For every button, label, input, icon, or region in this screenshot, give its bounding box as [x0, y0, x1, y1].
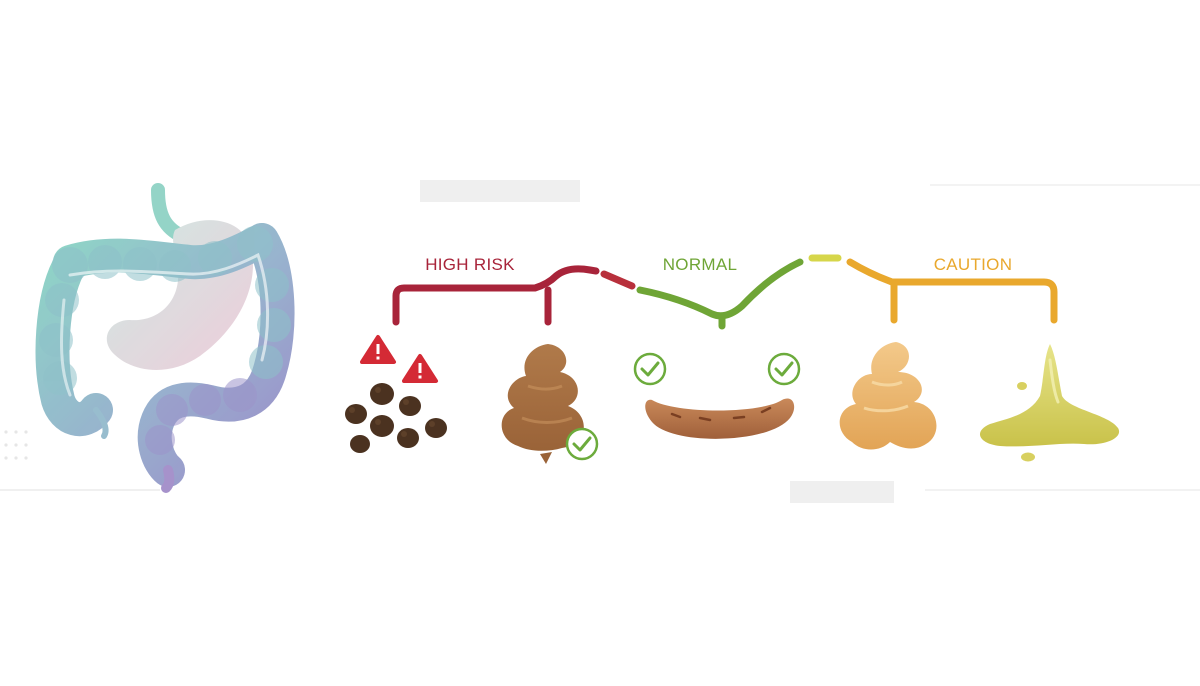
digestive-system-icon	[35, 183, 295, 493]
category-label-caution: CAUTION	[934, 255, 1013, 274]
warning-icon	[360, 335, 396, 364]
stool-type-smooth-sausage	[633, 352, 801, 439]
dot-grid-decoration	[4, 430, 28, 460]
stool-type-liquid	[979, 344, 1120, 462]
check-icon	[767, 352, 801, 386]
stool-type-hard-lumps	[345, 335, 447, 453]
large-intestine-icon	[35, 223, 295, 487]
warning-icon	[402, 354, 438, 383]
placeholder-bar	[420, 180, 580, 202]
category-label-normal: NORMAL	[663, 255, 738, 274]
check-icon	[565, 427, 599, 461]
placeholder-bar	[790, 481, 894, 503]
category-label-high-risk: HIGH RISK	[425, 255, 515, 274]
stool-type-lumpy	[501, 344, 599, 464]
bracket-high-risk	[392, 265, 600, 326]
stool-type-soft-blobs	[839, 342, 937, 450]
bracket-normal	[636, 258, 804, 320]
bracket-high-risk-dash	[600, 270, 636, 290]
check-icon	[633, 352, 667, 386]
background-decoration	[0, 180, 1200, 503]
bracket-caution	[846, 258, 1058, 324]
scale-bracket	[392, 254, 1058, 330]
